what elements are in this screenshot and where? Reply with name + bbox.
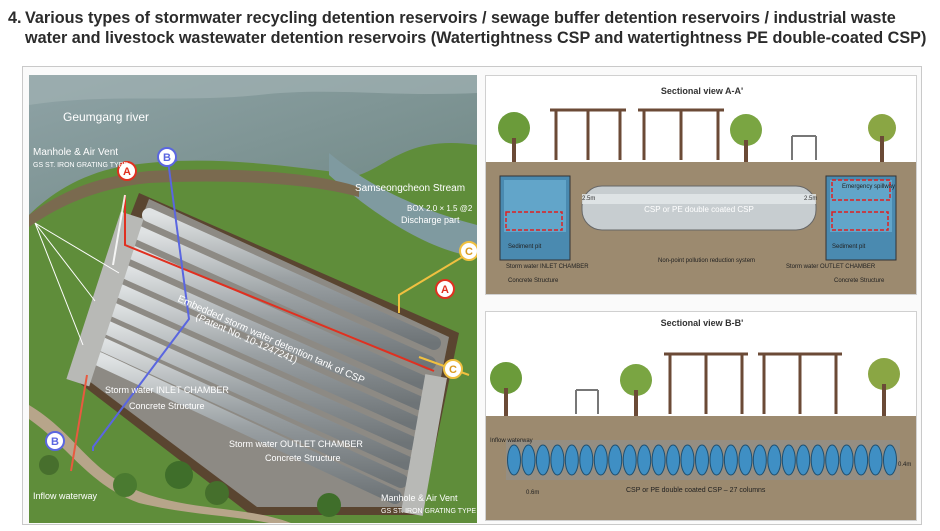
dim-right: 2.5m [804,196,817,202]
pipe-cross-section [767,444,782,476]
pipe-cross-section [709,444,724,476]
svg-text:C: C [465,246,473,258]
section-heading: 4. Various types of stormwater recycling… [8,8,932,48]
pipe-cross-section [550,444,565,476]
river [29,75,477,215]
inlet-chamber-label: Storm water INLET CHAMBER [105,385,229,395]
pipe-cross-section [637,444,652,476]
dim-right: 0.4m [898,462,911,468]
stream-label: Samseongcheon Stream [355,183,465,194]
dim-left: 0.6m [526,490,539,496]
emergency-label: Emergency spillway [842,184,895,190]
pipe-cross-section [752,444,767,476]
pipes-label: CSP or PE double coated CSP – 27 columns [626,487,766,494]
manhole-top-label: Manhole & Air Vent [33,147,118,158]
section-b-view: Sectional view B-B' Inflow waterway CSP … [485,311,917,521]
pipe-cross-section [810,444,825,476]
svg-text:B: B [51,436,59,448]
aerial-illustration: A B C A C B Geumgang riv [29,75,477,523]
stream-channel [329,153,477,257]
svg-text:B: B [163,152,171,164]
inflow-label: Inflow waterway [490,438,533,444]
inlet-concrete-label: Concrete Structure [129,401,205,411]
marker-c-bottom: C [443,359,463,379]
csp-pipe-row [507,444,897,476]
pipe-cross-section [564,444,579,476]
marker-b-bottom: B [45,431,65,451]
manhole-bottom-type: GS ST. IRON GRATING TYPE [381,508,476,515]
walking-path [29,405,291,523]
pipe-cross-section [651,444,666,476]
aerial-view: A B C A C B Geumgang riv [29,75,477,523]
pipe-label: CSP or PE double coated CSP [644,205,754,214]
section-b-title: Sectional view B-B' [661,318,744,328]
marker-a-right: A [435,279,455,299]
outlet-concrete-label: Concrete Structure [265,453,341,463]
pipe-cross-section [680,444,695,476]
box-label: BOX 2.0 × 1.5 @2 [407,204,473,213]
pipe-cross-section [579,444,594,476]
section-a-view: Sectional view A-A' [485,75,917,295]
pipe-cross-section [738,444,753,476]
pergolas [550,108,724,160]
concrete-left: Concrete Structure [508,278,559,284]
figure-frame: A B C A C B Geumgang riv [22,66,922,525]
inlet-chamber-block [66,211,144,387]
inlet-label: Storm water INLET CHAMBER [506,264,589,270]
pergolas [664,352,842,414]
section-a-line [124,195,435,372]
pipe-cross-section [825,444,840,476]
pipe-cross-section [666,444,681,476]
pipe-cross-section [507,444,521,476]
pipe-cross-section [723,444,738,476]
pipe-cross-section [521,444,536,476]
section-b-line [92,152,191,451]
sediment-left: Sediment pit [508,244,542,250]
marker-b-top: B [157,147,177,167]
discharge-label: Discharge part [401,215,460,225]
pipe-cross-section [868,444,883,476]
pipe-cross-section [839,444,854,476]
svg-text:A: A [441,284,449,296]
pipe-cross-section [854,444,869,476]
trees [490,358,900,416]
manhole-top-type: GS ST. IRON GRATING TYPE [33,162,128,169]
pipe-cross-section [608,444,623,476]
trees [498,112,896,162]
section-b-illustration: Sectional view B-B' Inflow waterway CSP … [486,312,916,520]
outlet-chamber-label: Storm water OUTLET CHAMBER [229,439,363,449]
pipe-cross-section [535,444,550,476]
inflow-label: Inflow waterway [33,491,98,501]
river-label: Geumgang river [63,110,149,124]
heading-number: 4. [8,9,22,27]
outlet-label: Storm water OUTLET CHAMBER [786,264,876,270]
nonpoint-label: Non-point pollution reduction system [658,258,755,264]
svg-text:A: A [123,166,131,178]
dim-left: 2.5m [582,196,595,202]
concrete-right: Concrete Structure [834,278,885,284]
manhole-bottom-label: Manhole & Air Vent [381,493,458,503]
pipe-cross-section [622,444,637,476]
heading-text: Various types of stormwater recycling de… [25,9,927,47]
svg-text:C: C [449,364,457,376]
section-a-title: Sectional view A-A' [661,86,743,96]
pipe-cross-section [593,444,608,476]
pipe-cross-section [796,444,811,476]
outlet-chamber-block [401,374,447,516]
pipe-cross-section [695,444,709,476]
sediment-right: Sediment pit [832,244,866,250]
pipe-cross-section [883,444,897,476]
marker-c-top: C [459,241,477,261]
marker-a-top: A [117,161,137,181]
csp-pipes [88,208,441,504]
pipe-cross-section [781,444,796,476]
section-a-illustration: Sectional view A-A' [486,76,916,294]
trees [39,455,341,517]
